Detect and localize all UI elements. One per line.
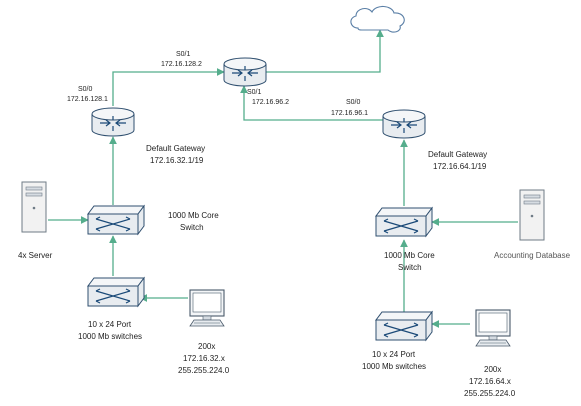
top-router-icon	[223, 57, 267, 87]
database-server-icon	[519, 189, 545, 241]
labels: S0/1 172.16.128.2 S0/1 172.16.96.2 S0/0 …	[18, 51, 571, 398]
left-access-line1: 10 x 24 Port	[88, 320, 132, 329]
left-pc-icon	[189, 289, 225, 327]
left-access-line2: 1000 Mb switches	[78, 332, 142, 341]
right-gateway-ip: 172.16.64.1/19	[433, 162, 487, 171]
right-router-icon	[382, 109, 426, 139]
top-router-s01-ip: 172.16.128.2	[161, 61, 202, 68]
left-gateway-title: Default Gateway	[146, 144, 205, 153]
link-left-router-top-router	[112, 68, 225, 106]
database-label: Accounting Database	[494, 251, 571, 260]
right-router-s00-label: S0/0	[346, 99, 361, 106]
top-router-s01b-ip: 172.16.96.2	[252, 99, 289, 106]
server-icon	[21, 181, 47, 233]
server-label: 4x Server	[18, 251, 53, 260]
right-access-line1: 10 x 24 Port	[372, 350, 416, 359]
right-core-switch-icon	[375, 206, 433, 238]
right-core-line2: Switch	[398, 263, 422, 272]
right-pcs-subnet: 172.16.64.x	[469, 377, 511, 386]
left-core-line1: 1000 Mb Core	[168, 211, 219, 220]
left-router-s00-ip: 172.16.128.1	[67, 96, 108, 103]
right-access-line2: 1000 Mb switches	[362, 362, 426, 371]
top-router-s01-label: S0/1	[176, 51, 191, 58]
left-pcs-count: 200x	[198, 342, 215, 351]
right-pcs-count: 200x	[484, 365, 501, 374]
left-router-s00-label: S0/0	[78, 86, 93, 93]
right-pc-icon	[475, 309, 511, 347]
right-core-line1: 1000 Mb Core	[384, 251, 435, 260]
left-pcs-subnet: 172.16.32.x	[183, 354, 225, 363]
left-access-switch-icon	[87, 276, 145, 308]
top-router-s01b-label: S0/1	[247, 89, 262, 96]
connectors	[48, 29, 518, 328]
left-core-switch-icon	[87, 204, 145, 236]
link-top-router-cloud	[266, 29, 384, 73]
left-core-line2: Switch	[180, 223, 204, 232]
link-right-router-top-router	[240, 85, 392, 121]
internet-cloud-icon	[350, 5, 405, 33]
right-router-s00-ip: 172.16.96.1	[331, 110, 368, 117]
right-pcs-mask: 255.255.224.0	[464, 389, 516, 398]
left-pcs-mask: 255.255.224.0	[178, 366, 230, 375]
left-gateway-ip: 172.16.32.1/19	[150, 156, 204, 165]
left-router-icon	[91, 107, 135, 137]
right-access-switch-icon	[375, 310, 433, 342]
right-gateway-title: Default Gateway	[428, 150, 487, 159]
